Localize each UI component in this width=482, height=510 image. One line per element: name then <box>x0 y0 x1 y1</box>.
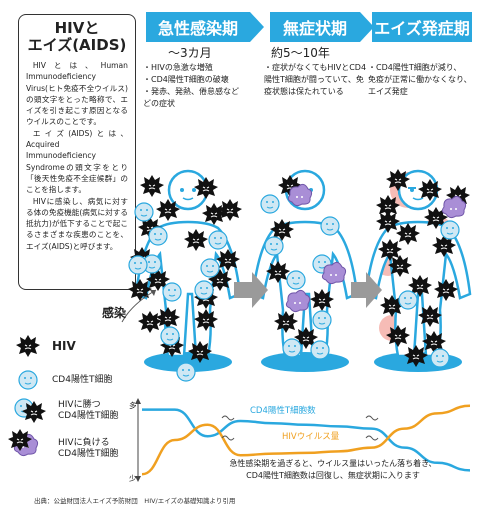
phase-arrowtip <box>250 12 264 42</box>
phase-points-aids: ・CD4陽性T細胞が減り、 免疫が正常に働かなくなり、 エイズ発症 <box>368 62 472 98</box>
cd4-series-label: CD4陽性T細胞数 <box>250 406 316 416</box>
info-box: HIVと エイズ(AIDS) HIVとは、Human Immunodeficie… <box>18 14 136 290</box>
phase-points-latent: ・症状がなくてもHIVとCD4 陽性T細胞が闘っていて、免 疫状態は保たれている <box>264 62 366 98</box>
legend-lose-line2: CD4陽性T細胞 <box>58 449 119 459</box>
duration-latent: 約5〜10年 <box>271 46 330 60</box>
phase-points-acute: ・HIVの急激な増殖 ・CD4陽性T細胞の破壊 ・発赤、発熱、倦怠感など どの症… <box>143 62 239 110</box>
legend-lose-line1: HIVに負ける <box>58 438 110 448</box>
legend-cd4: CD4陽性T細胞 <box>52 375 113 385</box>
info-title-line2: エイズ(AIDS) <box>27 36 127 54</box>
phase-arrowtip <box>360 12 374 42</box>
infection-label: 感染 <box>102 306 127 320</box>
info-title-line1: HIVと <box>54 19 100 37</box>
point: 免疫が正常に働かなくなり、 <box>368 75 472 84</box>
hiv-series-label: HIVウイルス量 <box>282 432 340 442</box>
point: ・CD4陽性T細胞が減り、 <box>368 63 462 72</box>
source-citation: 出典：公益財団法人エイズ予防財団 HIV/エイズの基礎知識より引用 <box>34 497 236 505</box>
legend-icons <box>7 334 47 457</box>
point: 陽性T細胞が闘っていて、免 <box>264 75 364 84</box>
chart-note-line1: 急性感染期を過ぎると、ウイルス量はいったん落ち着き、 <box>229 459 437 468</box>
point: ・HIVの急激な増殖 <box>143 63 213 72</box>
chart-note: 急性感染期を過ぎると、ウイルス量はいったん落ち着き、 CD4陽性T細胞数は回復し… <box>208 458 458 482</box>
info-paragraph-immune: HIVに感染し、病気に対する体の免疫機能(病気に対する抵抗力)が低下することで起… <box>26 196 128 251</box>
legend-win-line1: HIVに勝つ <box>58 400 101 410</box>
hiv-series-line <box>141 404 471 476</box>
phase-banner-acute: 急性感染期 <box>146 12 264 42</box>
phase-banner-aids: エイズ発症期 <box>372 12 472 42</box>
point: どの症状 <box>143 99 175 108</box>
chart-note-line2: CD4陽性T細胞数は回復し、無症状期に入ります <box>246 471 420 480</box>
point: ・発赤、発熱、倦怠感など <box>143 87 239 96</box>
chart-axis <box>135 398 141 482</box>
axis-high-label: 多 <box>129 401 137 410</box>
point: エイズ発症 <box>368 87 408 96</box>
phase-banner-latent: 無症状期 <box>270 12 374 42</box>
legend-hiv: HIV <box>52 339 76 353</box>
phase-name-aids: エイズ発症期 <box>374 19 470 38</box>
cd4-series-line <box>142 408 471 472</box>
duration-acute: 〜3カ月 <box>168 46 212 60</box>
point: ・症状がなくてもHIVとCD4 <box>264 63 367 72</box>
axis-low-label: 少 <box>129 474 137 483</box>
legend-win: HIVに勝つ CD4陽性T細胞 <box>58 400 118 422</box>
point: 疫状態は保たれている <box>264 87 344 96</box>
phase-name-latent: 無症状期 <box>282 19 347 38</box>
info-paragraph-aids: エイズ(AIDS)とは、Acquired Immunodeficiency Sy… <box>26 128 128 195</box>
progress-arrow <box>234 272 382 308</box>
info-paragraph-hiv: HIVとは、Human Immunodeficiency Virus(ヒト免疫不… <box>26 61 128 127</box>
legend-win-line2: CD4陽性T細胞 <box>58 411 119 421</box>
chart-lines <box>141 404 471 476</box>
legend-lose: HIVに負ける CD4陽性T細胞 <box>58 438 118 460</box>
phase-name-acute: 急性感染期 <box>157 19 238 38</box>
point: ・CD4陽性T細胞の破壊 <box>143 75 229 84</box>
break-marks <box>221 415 379 441</box>
